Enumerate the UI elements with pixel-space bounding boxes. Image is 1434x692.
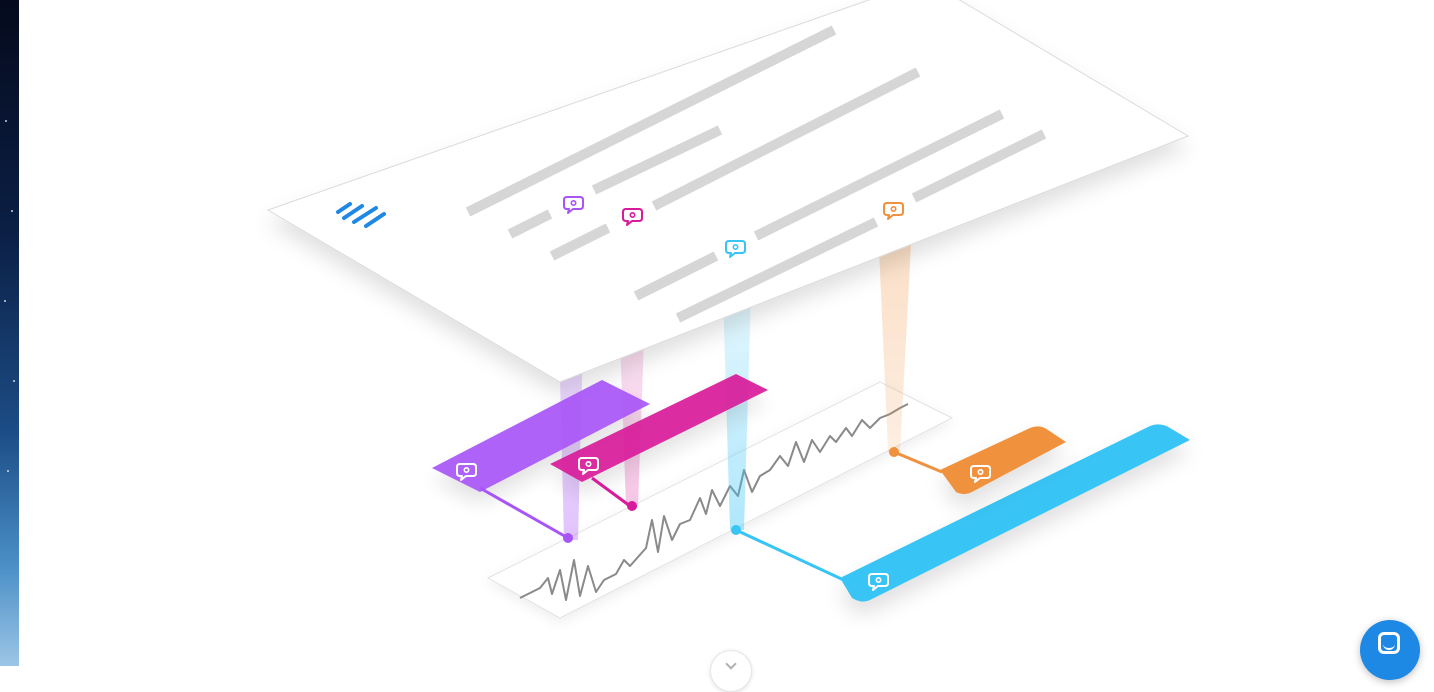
annotation-purple	[432, 380, 650, 543]
document-card	[266, 0, 1190, 383]
chat-icon	[1378, 632, 1400, 654]
audio-waveform-strip	[486, 381, 954, 619]
scroll-down-button[interactable]	[710, 650, 752, 692]
audio-waveform	[519, 403, 909, 601]
chat-launcher-button[interactable]	[1360, 620, 1420, 680]
illustration-scene	[266, 0, 1190, 619]
background-space-strip	[0, 0, 19, 666]
chevron-down-icon	[725, 658, 737, 670]
annotation-cyan	[731, 424, 1190, 602]
annotation-orange	[889, 426, 1066, 494]
beam-orange	[878, 226, 912, 452]
brand-logo-icon	[336, 202, 386, 228]
document-text-lines	[465, 25, 1047, 323]
annotation-magenta	[550, 374, 768, 511]
